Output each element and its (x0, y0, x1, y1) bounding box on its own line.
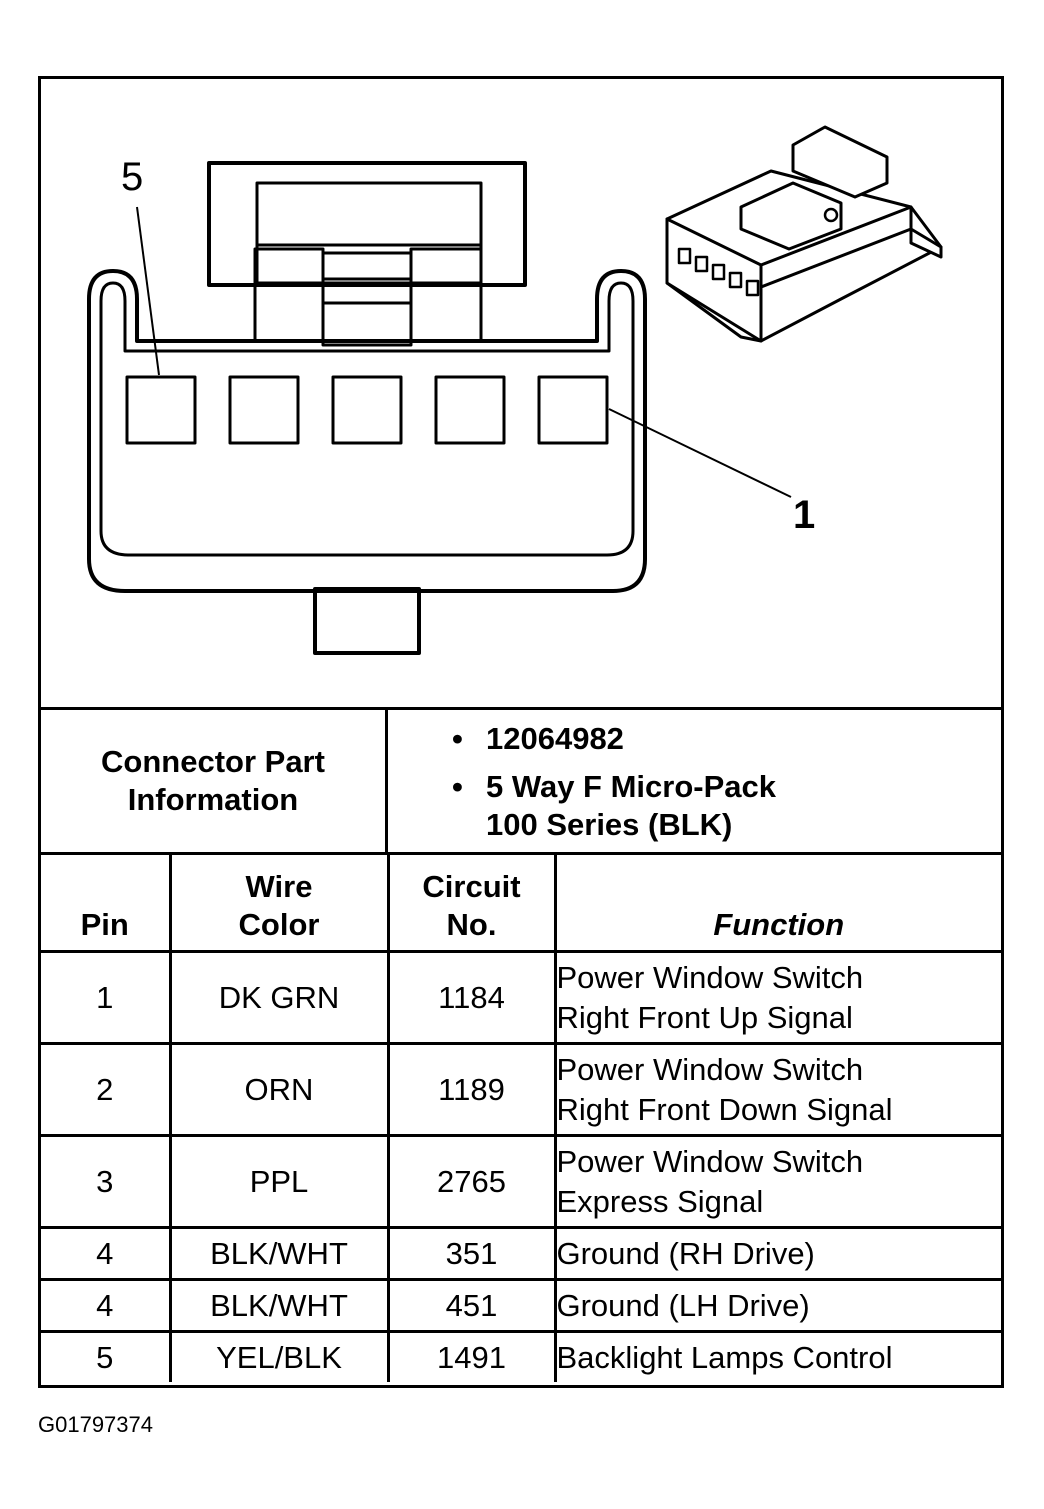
function-cell: Ground (RH Drive) (553, 1226, 1001, 1281)
pin-1-leader-line (608, 408, 792, 498)
function-cell: Backlight Lamps Control (553, 1330, 1001, 1382)
header-pin: Pin (41, 852, 172, 953)
connector-drawing: 5 1 (41, 79, 1001, 707)
pin-cell: 4 (41, 1278, 172, 1333)
figure-id: G01797374 (38, 1412, 153, 1437)
wire-color-cell: DK GRN (168, 950, 390, 1045)
pin-5-leader-line (136, 206, 160, 376)
connector-bottom-tab (313, 587, 421, 655)
circuit-cell: 1184 (386, 950, 557, 1045)
connector-info-values: • 12064982 • 5 Way F Micro-Pack 100 Seri… (388, 710, 1001, 852)
circuit-cell: 1189 (386, 1042, 557, 1137)
function-cell: Ground (LH Drive) (553, 1278, 1001, 1333)
connector-latch-left-block (253, 247, 325, 343)
pin-cell: 1 (41, 950, 172, 1045)
header-wire-color: Wire Color (168, 852, 390, 953)
wire-color-cell: BLK/WHT (168, 1278, 390, 1333)
terminal-cavity-pin-5 (125, 375, 197, 445)
connector-figure: 5 1 Connector Part Information • 1206498… (38, 76, 1004, 1388)
connector-face-svg (87, 125, 943, 655)
header-function: Function (553, 852, 1001, 953)
function-cell: Power Window Switch Right Front Up Signa… (553, 950, 1001, 1045)
connector-body-inner (99, 281, 635, 557)
pin-5-callout: 5 (121, 155, 144, 199)
circuit-cell: 351 (386, 1226, 557, 1281)
terminal-cavity-pin-1 (537, 375, 609, 445)
connector-latch-outer (207, 161, 527, 287)
circuit-cell: 1491 (386, 1330, 557, 1382)
wire-color-cell: YEL/BLK (168, 1330, 390, 1382)
header-circuit-no: Circuit No. (386, 852, 557, 953)
connector-latch-right-block (409, 247, 483, 343)
circuit-cell: 2765 (386, 1134, 557, 1229)
pin-cell: 3 (41, 1134, 172, 1229)
connector-isometric-view (665, 125, 943, 343)
pin-cell: 4 (41, 1226, 172, 1281)
terminal-cavity-pin-3 (331, 375, 403, 445)
connector-body-outer (87, 269, 647, 593)
function-cell: Power Window Switch Express Signal (553, 1134, 1001, 1229)
pin-cell: 2 (41, 1042, 172, 1137)
wire-color-cell: PPL (168, 1134, 390, 1229)
connector-description: 5 Way F Micro-Pack 100 Series (BLK) (486, 769, 777, 842)
pin-cell: 5 (41, 1330, 172, 1382)
wire-color-cell: ORN (168, 1042, 390, 1137)
connector-latch-inner (255, 181, 483, 285)
terminal-cavity-pin-2 (434, 375, 506, 445)
terminal-cavity-pin-4 (228, 375, 300, 445)
connector-latch-center-block (321, 251, 413, 347)
wire-color-cell: BLK/WHT (168, 1226, 390, 1281)
function-cell: Power Window Switch Right Front Down Sig… (553, 1042, 1001, 1137)
connector-info-label: Connector Part Information (41, 710, 388, 852)
connector-part-information: Connector Part Information • 12064982 • … (41, 707, 1001, 855)
pin-1-callout: 1 (793, 493, 816, 537)
part-number: 12064982 (486, 721, 624, 756)
circuit-cell: 451 (386, 1278, 557, 1333)
pinout-header-row: Pin Wire Color Circuit No. Function (41, 852, 1001, 953)
